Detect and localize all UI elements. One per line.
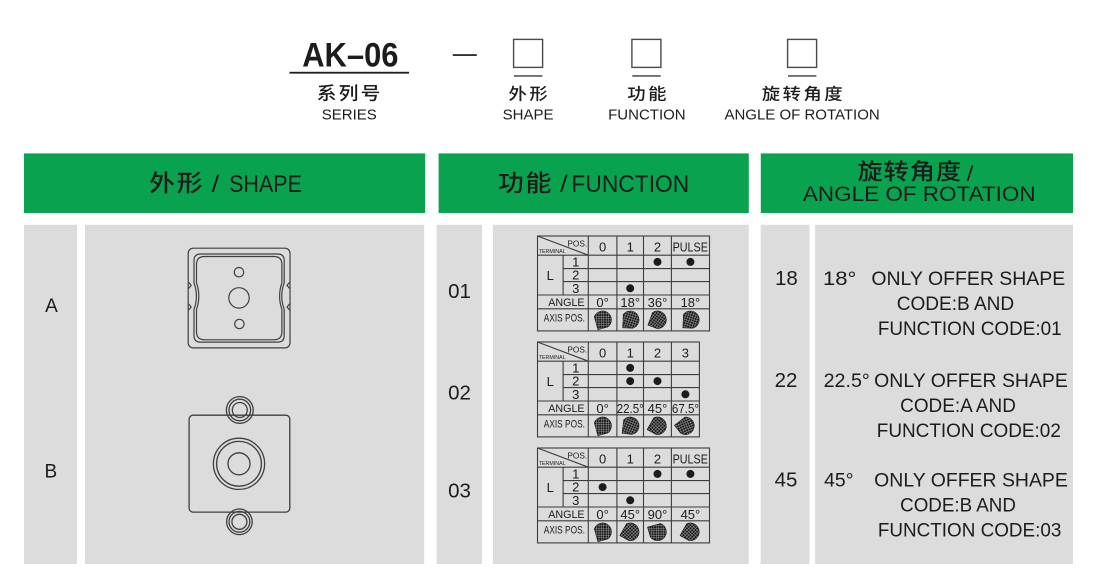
svg-text:CODE:B AND: CODE:B AND bbox=[897, 294, 1014, 315]
svg-text:0: 0 bbox=[599, 345, 606, 360]
svg-text:22.5°: 22.5° bbox=[617, 401, 644, 416]
svg-text:03: 03 bbox=[448, 480, 471, 503]
svg-text:ANGLE: ANGLE bbox=[548, 297, 584, 309]
svg-text:TERMINAL: TERMINAL bbox=[539, 249, 566, 255]
svg-text:PULSE: PULSE bbox=[673, 239, 709, 254]
svg-text:2: 2 bbox=[572, 268, 579, 283]
svg-text:ANGLE OF ROTATION: ANGLE OF ROTATION bbox=[803, 183, 1036, 206]
svg-text:ONLY OFFER SHAPE: ONLY OFFER SHAPE bbox=[874, 371, 1068, 392]
svg-text:/: / bbox=[967, 162, 974, 186]
svg-text:B: B bbox=[44, 461, 57, 482]
svg-text:ANGLE OF ROTATION: ANGLE OF ROTATION bbox=[724, 106, 879, 123]
svg-text:3: 3 bbox=[572, 281, 579, 296]
svg-text:3: 3 bbox=[572, 387, 579, 402]
svg-text:36°: 36° bbox=[648, 295, 668, 310]
svg-text:AK–06: AK–06 bbox=[302, 36, 398, 74]
svg-text:02: 02 bbox=[448, 382, 471, 405]
svg-text:90°: 90° bbox=[648, 507, 668, 522]
svg-text:FUNCTION CODE:02: FUNCTION CODE:02 bbox=[877, 421, 1061, 442]
svg-text:45°: 45° bbox=[620, 507, 640, 522]
svg-text:01: 01 bbox=[448, 280, 471, 303]
svg-text:2: 2 bbox=[654, 345, 661, 360]
svg-text:CODE:B AND: CODE:B AND bbox=[900, 496, 1016, 517]
svg-text:SHAPE: SHAPE bbox=[229, 172, 302, 198]
svg-text:TERMINAL: TERMINAL bbox=[539, 461, 566, 467]
svg-text:18°: 18° bbox=[681, 295, 701, 310]
svg-text:AXIS POS.: AXIS POS. bbox=[544, 419, 585, 431]
svg-text:0: 0 bbox=[599, 451, 606, 466]
svg-text:ANGLE: ANGLE bbox=[548, 403, 584, 415]
svg-text:45°: 45° bbox=[681, 507, 701, 522]
svg-text:45°: 45° bbox=[648, 401, 668, 416]
svg-text:22.5°: 22.5° bbox=[824, 371, 870, 392]
svg-text:3: 3 bbox=[682, 345, 689, 360]
svg-text:FUNCTION CODE:03: FUNCTION CODE:03 bbox=[878, 521, 1061, 542]
svg-text:AXIS POS.: AXIS POS. bbox=[544, 313, 585, 325]
svg-text:A: A bbox=[45, 296, 58, 317]
svg-text:1: 1 bbox=[627, 239, 634, 254]
svg-text:TERMINAL: TERMINAL bbox=[539, 355, 566, 361]
svg-text:1: 1 bbox=[572, 467, 579, 482]
svg-text:L: L bbox=[547, 374, 554, 389]
svg-text:1: 1 bbox=[572, 255, 579, 270]
svg-text:ONLY OFFER SHAPE: ONLY OFFER SHAPE bbox=[874, 470, 1068, 491]
svg-text:L: L bbox=[547, 480, 554, 495]
svg-text:2: 2 bbox=[572, 374, 579, 389]
svg-text:SERIES: SERIES bbox=[322, 106, 377, 123]
svg-text:POS.: POS. bbox=[567, 451, 587, 461]
svg-text:45°: 45° bbox=[824, 470, 853, 491]
svg-text:FUNCTION: FUNCTION bbox=[571, 172, 689, 198]
svg-text:1: 1 bbox=[572, 361, 579, 376]
svg-text:22: 22 bbox=[775, 369, 798, 392]
svg-text:POS.: POS. bbox=[567, 239, 587, 249]
svg-text:PULSE: PULSE bbox=[673, 451, 709, 466]
svg-text:18°: 18° bbox=[620, 295, 640, 310]
svg-text:1: 1 bbox=[627, 345, 634, 360]
svg-text:0°: 0° bbox=[596, 401, 608, 416]
svg-text:0°: 0° bbox=[596, 295, 608, 310]
svg-text:CODE:A AND: CODE:A AND bbox=[900, 396, 1016, 417]
svg-text:POS.: POS. bbox=[567, 345, 587, 355]
svg-text:67.5°: 67.5° bbox=[672, 401, 699, 416]
svg-text:SHAPE: SHAPE bbox=[503, 106, 554, 123]
svg-text:/: / bbox=[212, 172, 220, 198]
svg-text:3: 3 bbox=[572, 493, 579, 508]
svg-text:/: / bbox=[560, 172, 568, 198]
svg-text:AXIS POS.: AXIS POS. bbox=[544, 525, 585, 537]
svg-text:2: 2 bbox=[654, 239, 661, 254]
svg-text:ONLY OFFER SHAPE: ONLY OFFER SHAPE bbox=[871, 269, 1065, 290]
svg-text:0: 0 bbox=[599, 239, 606, 254]
svg-text:ANGLE: ANGLE bbox=[548, 509, 584, 521]
svg-text:1: 1 bbox=[627, 451, 634, 466]
svg-text:18: 18 bbox=[775, 267, 798, 290]
svg-text:FUNCTION CODE:01: FUNCTION CODE:01 bbox=[878, 319, 1062, 340]
svg-text:0°: 0° bbox=[596, 507, 608, 522]
svg-text:45: 45 bbox=[775, 468, 798, 491]
svg-text:2: 2 bbox=[654, 451, 661, 466]
svg-text:FUNCTION: FUNCTION bbox=[608, 106, 686, 123]
svg-text:2: 2 bbox=[572, 480, 579, 495]
svg-text:L: L bbox=[547, 268, 554, 283]
svg-text:18°: 18° bbox=[823, 269, 856, 290]
